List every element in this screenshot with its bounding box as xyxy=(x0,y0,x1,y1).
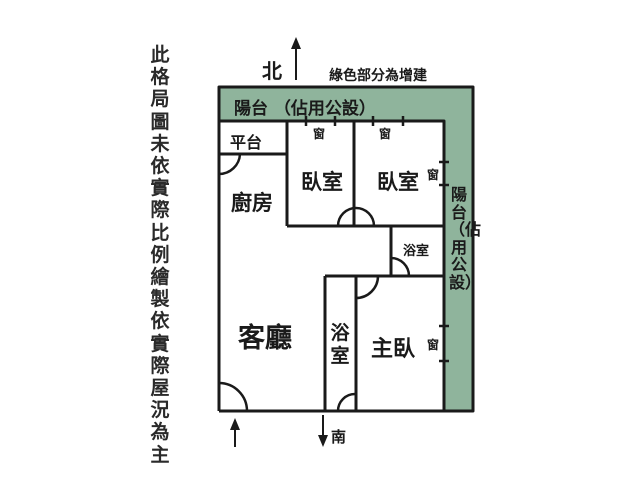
room-bathroom-small: 浴室 xyxy=(403,244,430,259)
room-living: 客廳 xyxy=(238,323,292,354)
room-bathroom-vertical: 浴室 xyxy=(330,322,350,367)
disclaimer-text: 此格局圖未依實際比例繪製依實際屋況為主 xyxy=(150,44,170,466)
door-arc-master xyxy=(355,275,380,300)
room-bedroom-2: 臥室 xyxy=(377,170,419,194)
entry-arrow-icon xyxy=(230,418,240,447)
legend-text: 綠色部分為增建 xyxy=(329,68,427,84)
door-arc-bathroom-small xyxy=(390,256,411,277)
south-arrow-icon xyxy=(318,415,328,447)
room-master-bedroom: 主臥 xyxy=(371,337,416,362)
door-arc-platform xyxy=(218,153,242,176)
door-arc-bathroom-vertical xyxy=(336,392,356,412)
room-kitchen: 廚房 xyxy=(231,191,273,215)
north-label: 北 xyxy=(262,59,282,83)
door-arc-bedrooms xyxy=(336,206,376,227)
window-label-bedroom-2-top: 窗 xyxy=(379,127,392,141)
door-arcs xyxy=(218,153,411,412)
window-label-bedroom-1: 窗 xyxy=(313,127,326,141)
window-label-bedroom-2-side: 窗 xyxy=(427,168,440,182)
south-label: 南 xyxy=(331,428,347,446)
room-balcony-right: 陽台（佔用公設） xyxy=(449,185,482,292)
room-balcony-top: 陽台 （佔用公設） xyxy=(234,99,376,119)
room-platform: 平台 xyxy=(230,133,263,152)
north-arrow-icon xyxy=(291,37,301,80)
door-arc-entry xyxy=(218,381,249,412)
room-bedroom-1: 臥室 xyxy=(301,170,343,194)
window-label-master: 窗 xyxy=(427,338,440,352)
window-marks xyxy=(304,116,449,363)
